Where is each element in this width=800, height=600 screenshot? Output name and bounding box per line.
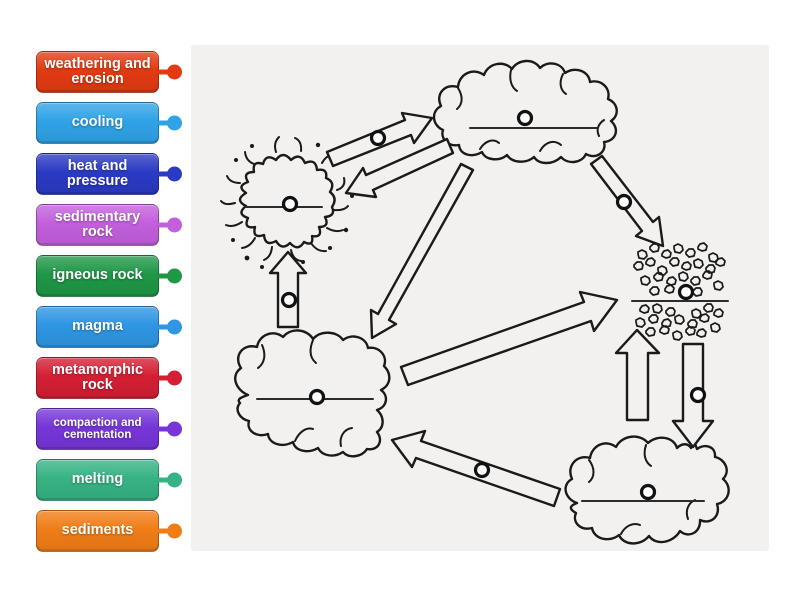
label-pin-stem	[158, 528, 172, 534]
drop-target-bottom-left-blob[interactable]	[308, 388, 326, 406]
drop-target-top-cloud[interactable]	[516, 109, 534, 127]
drop-target-arrow-cloud-sediments[interactable]	[615, 193, 633, 211]
label-chip-magma[interactable]: magma	[36, 306, 182, 348]
label-pin-stem	[158, 426, 172, 432]
label-chip-compaction-and-cementation[interactable]: compaction and cementation	[36, 408, 182, 450]
pebbles	[633, 243, 716, 337]
label-chip-igneous-rock[interactable]: igneous rock	[36, 255, 182, 297]
drop-target-arrow-splat-cloud[interactable]	[369, 129, 387, 147]
label-pin-stem	[158, 171, 172, 177]
label-pin-dot	[167, 115, 182, 131]
drop-target-sediments[interactable]	[677, 283, 695, 301]
label-pin-dot	[167, 217, 182, 233]
arrow-top-cloud-to-splat	[344, 137, 455, 199]
node-sediment-pile	[633, 242, 726, 341]
label-text: melting	[71, 471, 124, 488]
label-text: sediments	[61, 522, 134, 539]
splat-droplets	[231, 142, 354, 271]
drop-target-arrow-bottom-left-splat[interactable]	[280, 291, 298, 309]
drop-target-splat[interactable]	[281, 195, 299, 213]
label-pin-stem	[158, 273, 172, 279]
label-pin-dot	[167, 268, 182, 284]
arrow-bottom-right-to-sediments	[614, 328, 661, 422]
arrow-top-cloud-to-bottom-left	[369, 162, 475, 340]
label-pin-dot	[167, 166, 182, 182]
diagram-canvas	[191, 45, 769, 551]
pebbles	[639, 242, 726, 338]
label-chip-metamorphic-rock[interactable]: metamorphic rock	[36, 357, 182, 399]
label-pin-dot	[167, 64, 182, 80]
label-chip-sediments[interactable]: sediments	[36, 510, 182, 552]
label-pin-dot	[167, 523, 182, 539]
drop-target-arrow-sediments-bottom-right[interactable]	[689, 386, 707, 404]
label-pin-stem	[158, 120, 172, 126]
label-chip-heat-and-pressure[interactable]: heat and pressure	[36, 153, 182, 195]
label-chip-melting[interactable]: melting	[36, 459, 182, 501]
label-pin-dot	[167, 319, 182, 335]
arrow-bottom-left-to-splat	[268, 250, 308, 329]
label-text: metamorphic rock	[51, 361, 144, 393]
label-pin-stem	[158, 222, 172, 228]
drop-target-bottom-right-cloud[interactable]	[639, 483, 657, 501]
label-text: cooling	[71, 114, 124, 131]
arrow-bottom-left-to-sediments	[399, 290, 619, 387]
label-text: magma	[72, 318, 123, 335]
label-text: weathering and erosion	[44, 55, 151, 87]
label-chip-cooling[interactable]: cooling	[36, 102, 182, 144]
label-chip-weathering-and-erosion[interactable]: weathering and erosion	[36, 51, 182, 93]
label-text: sedimentary rock	[54, 208, 141, 240]
label-text: compaction and cementation	[53, 416, 142, 441]
label-pin-stem	[158, 477, 172, 483]
label-chip-sedimentary-rock[interactable]: sedimentary rock	[36, 204, 182, 246]
label-pin-dot	[167, 421, 182, 437]
label-pin-dot	[167, 370, 182, 386]
label-pin-dot	[167, 472, 182, 488]
drop-target-arrow-bottom-right-bottom-left[interactable]	[473, 461, 491, 479]
drop-targets	[280, 109, 707, 501]
label-text: heat and pressure	[66, 157, 129, 189]
label-pin-stem	[158, 375, 172, 381]
label-text: igneous rock	[52, 267, 143, 284]
label-pin-stem	[158, 69, 172, 75]
label-pin-stem	[158, 324, 172, 330]
